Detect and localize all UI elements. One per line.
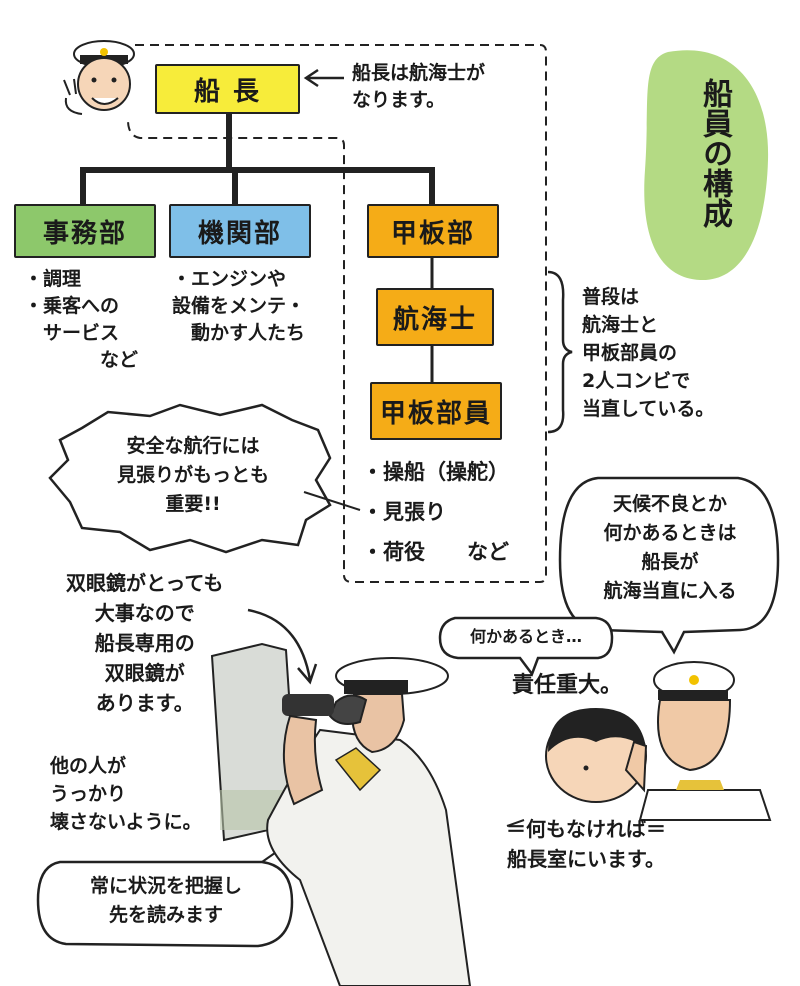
dept-jimu-box: 事務部: [14, 204, 156, 258]
jimu-notes: ・調理 ・乗客への サービス など: [24, 268, 139, 371]
responsibility-note: 責任重大。: [512, 673, 623, 698]
navigator-box: 航海士: [376, 288, 494, 346]
captain-note: 船長は航海士が なります。: [352, 62, 486, 111]
duty-note: 普段は 航海士と 甲板部員の 2人コンビで 当直している。: [582, 286, 715, 420]
deckhand-box: 甲板部員: [370, 382, 502, 440]
emergency-bubble-text: 何かあるとき…: [469, 627, 582, 646]
captain-box: 船 長: [155, 64, 300, 114]
deck-tasks: ・操船（操舵） ・見張り ・荷役 など: [362, 460, 509, 564]
dept-kanpan-box: 甲板部: [367, 204, 499, 258]
dept-kikan-box: 機関部: [169, 204, 311, 258]
cabin-note: ＝何もなければ＝ 船長室にいます。: [506, 817, 666, 871]
others-note: 他の人が うっかり 壊さないように。: [50, 755, 202, 833]
page-title: 船員の構成: [697, 78, 732, 228]
kikan-notes: ・エンジンや 設備をメンテ・ 動かす人たち: [172, 268, 306, 344]
lookout-bubble-text: 安全な航行には 見張りがもっとも 重要!!: [116, 435, 269, 515]
situation-bubble-text: 常に状況を把握し 先を読みます: [89, 875, 242, 926]
captain-watch-bubble-text: 天候不良とか 何かあるときは 船長が 航海当直に入る: [603, 493, 737, 602]
binoculars-note: 双眼鏡がとっても 大事なので 船長専用の 双眼鏡が あります。: [66, 571, 224, 715]
